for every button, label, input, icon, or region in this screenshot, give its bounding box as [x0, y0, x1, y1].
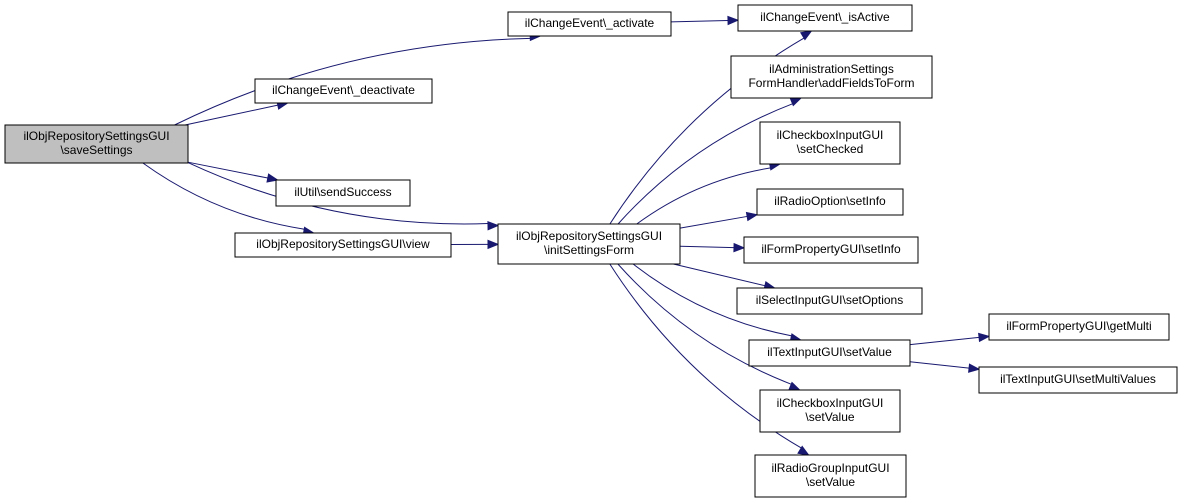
node-get-multi[interactable]: ilFormPropertyGUI\getMulti — [988, 313, 1170, 341]
node-label: \setValue — [806, 475, 855, 489]
edge-text-set-value-to-set-multi-values — [909, 361, 981, 373]
edge-line — [187, 162, 489, 225]
node-box — [759, 121, 901, 165]
node-label: ilChangeEvent\_isActive — [760, 10, 890, 24]
node-label: \saveSettings — [60, 143, 132, 157]
arrow-head-icon — [745, 211, 759, 222]
node-set-checked[interactable]: ilCheckboxInputGUI\setChecked — [759, 121, 901, 165]
arrow-head-icon — [799, 30, 813, 41]
node-save-settings[interactable]: ilObjRepositorySettingsGUI\saveSettings — [4, 124, 189, 164]
arrow-head-icon — [487, 239, 500, 250]
node-label: ilRadioOption\setInfo — [774, 194, 886, 208]
node-box — [736, 287, 923, 315]
node-box — [234, 232, 452, 258]
node-label: ilSelectInputGUI\setOptions — [756, 293, 903, 307]
node-set-options[interactable]: ilSelectInputGUI\setOptions — [736, 287, 923, 315]
arrow-head-icon — [487, 221, 500, 231]
node-box — [756, 188, 904, 216]
node-deactivate[interactable]: ilChangeEvent\_deactivate — [254, 78, 433, 104]
node-label: ilAdministrationSettings — [769, 62, 894, 76]
node-label: ilObjRepositorySettingsGUI — [23, 129, 169, 143]
node-radio-group-set-value[interactable]: ilRadioGroupInputGUI\setValue — [754, 454, 907, 498]
node-label: ilCheckboxInputGUI — [777, 128, 884, 142]
node-text-set-value[interactable]: ilTextInputGUI\setValue — [748, 339, 911, 367]
edge-line — [174, 37, 531, 126]
edge-line — [673, 263, 766, 287]
edge-init-settings-form-to-radio-set-info — [679, 211, 759, 229]
edge-save-settings-to-init-settings-form — [187, 162, 500, 231]
edge-activate-to-is-active — [670, 15, 740, 26]
node-radio-set-info[interactable]: ilRadioOption\setInfo — [756, 188, 904, 216]
node-box — [4, 124, 189, 164]
node-form-set-info[interactable]: ilFormPropertyGUI\setInfo — [743, 236, 919, 264]
node-box — [988, 313, 1170, 341]
edge-line — [679, 215, 748, 229]
node-label: ilFormPropertyGUI\setInfo — [761, 242, 901, 256]
edge-text-set-value-to-get-multi — [909, 332, 991, 346]
node-label: ilCheckboxInputGUI — [777, 396, 884, 410]
arrow-head-icon — [733, 242, 746, 253]
node-view[interactable]: ilObjRepositorySettingsGUI\view — [234, 232, 452, 258]
node-label: ilObjRepositorySettingsGUI\view — [256, 237, 430, 251]
edge-init-settings-form-to-form-set-info — [679, 242, 746, 253]
node-label: \initSettingsForm — [544, 243, 634, 257]
node-box — [748, 339, 911, 367]
node-box — [507, 11, 672, 37]
edge-init-settings-form-to-checkbox-set-value — [617, 263, 801, 391]
node-box — [737, 4, 913, 32]
edge-view-to-init-settings-form — [450, 239, 500, 250]
node-label: ilUtil\sendSuccess — [294, 185, 391, 199]
arrow-head-icon — [797, 445, 810, 456]
edge-line — [632, 263, 792, 337]
arrow-head-icon — [978, 332, 991, 343]
node-label: ilChangeEvent\_activate — [525, 16, 655, 30]
node-checkbox-set-value[interactable]: ilCheckboxInputGUI\setValue — [759, 389, 901, 433]
node-label: ilRadioGroupInputGUI — [771, 461, 889, 475]
node-label: ilFormPropertyGUI\getMulti — [1006, 319, 1151, 333]
edge-line — [909, 361, 970, 369]
node-box — [254, 78, 433, 104]
node-label: ilTextInputGUI\setValue — [767, 345, 892, 359]
edge-line — [670, 19, 729, 23]
edge-line — [617, 263, 792, 385]
edge-line — [184, 104, 278, 126]
node-box — [978, 366, 1178, 394]
arrow-head-icon — [968, 363, 981, 373]
node-label: ilObjRepositorySettingsGUI — [516, 229, 662, 243]
edge-save-settings-to-send-success — [187, 161, 279, 183]
node-label: \setChecked — [797, 142, 864, 156]
node-add-fields-to-form[interactable]: ilAdministrationSettingsFormHandler\addF… — [730, 55, 933, 99]
edge-line — [617, 103, 793, 225]
node-label: ilChangeEvent\_deactivate — [272, 83, 415, 97]
nodes-layer: ilObjRepositorySettingsGUI\saveSettingsi… — [4, 4, 1178, 498]
node-init-settings-form[interactable]: ilObjRepositorySettingsGUI\initSettingsF… — [497, 223, 681, 265]
node-box — [754, 454, 907, 498]
edge-line — [187, 161, 268, 179]
node-box — [759, 389, 901, 433]
node-box — [497, 223, 681, 265]
arrow-head-icon — [727, 15, 740, 26]
edge-line — [679, 245, 735, 249]
node-send-success[interactable]: ilUtil\sendSuccess — [275, 179, 411, 207]
node-box — [730, 55, 933, 99]
node-box — [275, 179, 411, 207]
node-is-active[interactable]: ilChangeEvent\_isActive — [737, 4, 913, 32]
edge-line — [636, 167, 771, 225]
edge-init-settings-form-to-set-options — [673, 263, 776, 291]
edge-line — [909, 336, 980, 346]
node-label: \setValue — [805, 410, 854, 424]
node-set-multi-values[interactable]: ilTextInputGUI\setMultiValues — [978, 366, 1178, 394]
node-label: ilTextInputGUI\setMultiValues — [1000, 372, 1156, 386]
node-activate[interactable]: ilChangeEvent\_activate — [507, 11, 672, 37]
node-label: FormHandler\addFieldsToForm — [748, 76, 914, 90]
node-box — [743, 236, 919, 264]
arrow-head-icon — [266, 173, 279, 183]
edge-line — [142, 162, 305, 230]
